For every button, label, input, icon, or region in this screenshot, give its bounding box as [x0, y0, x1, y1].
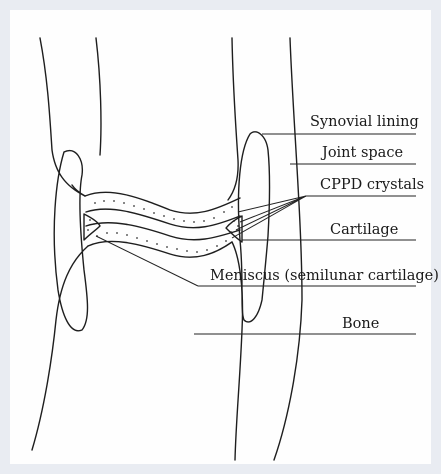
lower-cartilage-outer [86, 223, 240, 240]
femur-left-notch [72, 185, 85, 196]
upper-cartilage-inner [86, 209, 240, 228]
leader-meniscus-diag [96, 236, 198, 286]
label-cppd-crystals: CPPD crystals [320, 177, 424, 193]
tibia-left-outline [32, 246, 88, 450]
outer-outline-right [274, 38, 302, 460]
label-meniscus: Meniscus (semilunar cartilage) [210, 268, 439, 284]
upper-cartilage-outer [85, 192, 240, 213]
label-joint-space: Joint space [320, 145, 403, 161]
label-cartilage: Cartilage [330, 222, 398, 238]
leader-cppd-3 [236, 196, 306, 230]
fibula-outline [96, 38, 101, 155]
label-bone: Bone [342, 316, 379, 332]
lower-cartilage-inner [88, 241, 232, 257]
femur-left-outline [40, 38, 85, 196]
femur-right-outline [228, 38, 238, 200]
label-synovial-lining: Synovial lining [310, 114, 419, 130]
